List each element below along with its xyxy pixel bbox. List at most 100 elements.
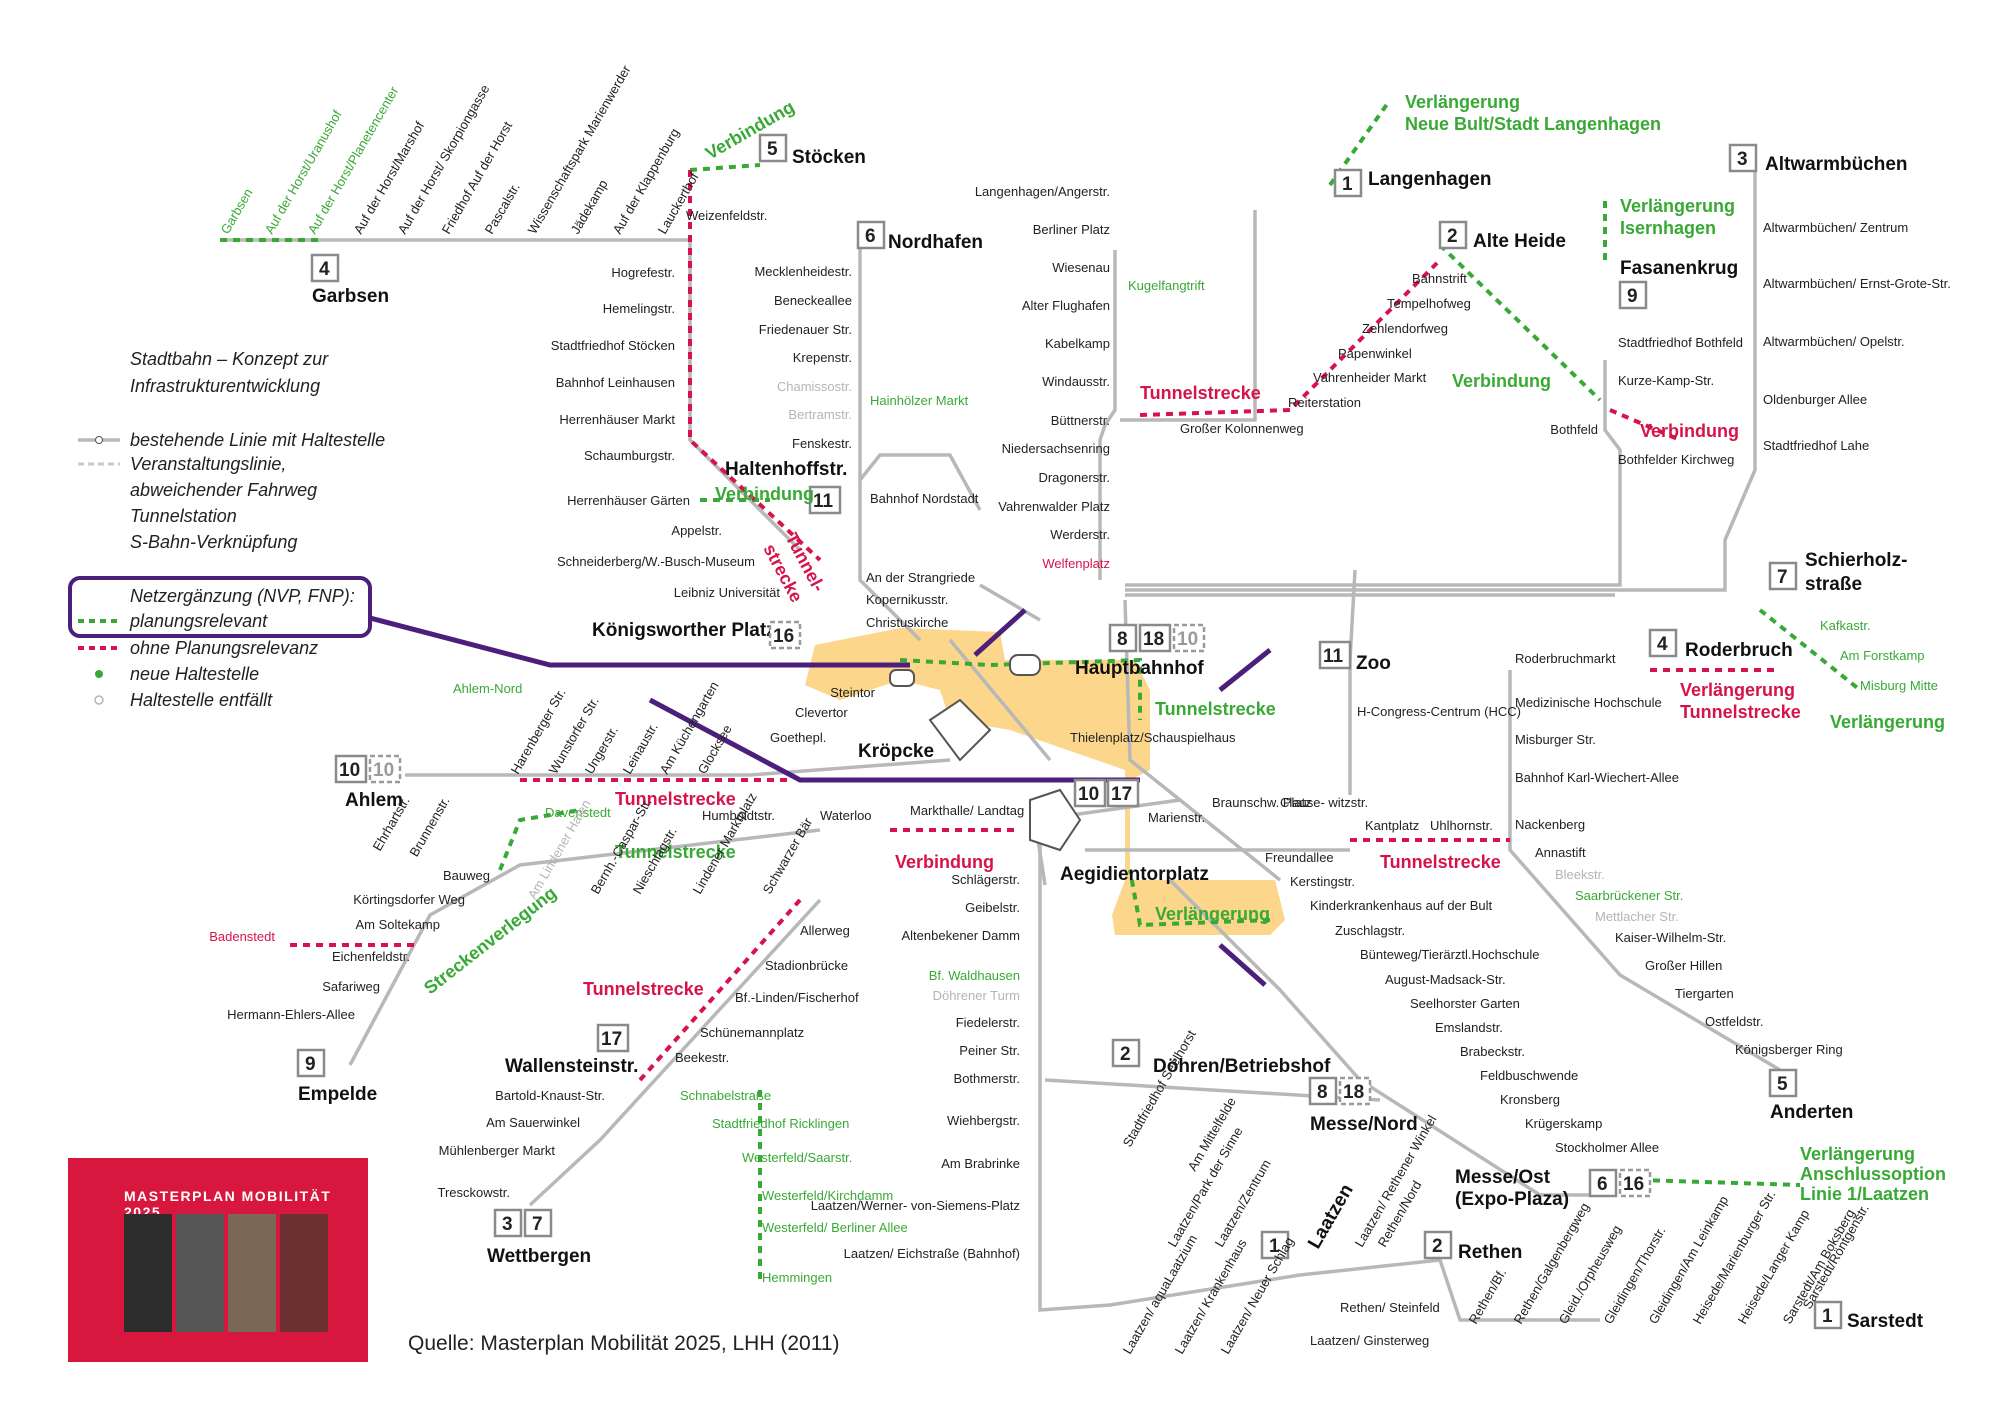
line-box-4: 4 [310, 253, 340, 283]
wettbergen-stations: Allerweg Stadionbrücke Bf.-Linden/Fische… [438, 923, 859, 1200]
svg-text:Auf der Horst/Planetencenter: Auf der Horst/Planetencenter [305, 83, 402, 236]
label-ext-anschluss-2: Anschlussoption [1800, 1164, 1946, 1184]
svg-text:Körtingsdorfer Weg: Körtingsdorfer Weg [353, 892, 465, 907]
svg-text:Kugelfangtrift: Kugelfangtrift [1128, 278, 1205, 293]
svg-text:5: 5 [767, 139, 778, 160]
line-box-7-sh: 7 [1768, 561, 1798, 591]
svg-text:Stadtfriedhof Stöcken: Stadtfriedhof Stöcken [551, 338, 675, 353]
svg-text:Ostfeldstr.: Ostfeldstr. [1705, 1014, 1764, 1029]
svg-text:Hemmingen: Hemmingen [762, 1270, 832, 1285]
svg-text:9: 9 [305, 1054, 316, 1075]
hub-wettbergen: Wettbergen [487, 1246, 591, 1267]
hub-messe-nord: Messe/Nord [1310, 1114, 1418, 1135]
label-verbindung-marien: Verbindung [895, 852, 994, 872]
svg-text:Oldenburger Allee: Oldenburger Allee [1763, 392, 1867, 407]
svg-text:Großer Hillen: Großer Hillen [1645, 958, 1722, 973]
svg-text:10: 10 [373, 760, 394, 781]
svg-text:Marienstr.: Marienstr. [1148, 810, 1205, 825]
svg-text:Emslandstr.: Emslandstr. [1435, 1020, 1503, 1035]
svg-text:Nackenberg: Nackenberg [1515, 817, 1585, 832]
svg-text:Misburger Str.: Misburger Str. [1515, 732, 1596, 747]
svg-text:Wiehbergstr.: Wiehbergstr. [947, 1113, 1020, 1128]
svg-text:Feldbuschwende: Feldbuschwende [1480, 1068, 1578, 1083]
svg-text:5: 5 [1777, 1074, 1788, 1095]
svg-text:Bahnhof Nordstadt: Bahnhof Nordstadt [870, 491, 979, 506]
svg-text:Kaiser-Wilhelm-Str.: Kaiser-Wilhelm-Str. [1615, 930, 1726, 945]
label-tunnel-vahrenheide: Tunnelstrecke [1140, 383, 1261, 403]
svg-text:Büttnerstr.: Büttnerstr. [1051, 413, 1110, 428]
svg-text:Tempelhofweg: Tempelhofweg [1387, 296, 1471, 311]
svg-text:Altwarmbüchen/ Opelstr.: Altwarmbüchen/ Opelstr. [1763, 334, 1905, 349]
svg-text:Geibelstr.: Geibelstr. [965, 900, 1020, 915]
svg-text:Roderbruchmarkt: Roderbruchmarkt [1515, 651, 1616, 666]
hub-koenigsworther: Königsworther Platz [592, 620, 776, 641]
label-ext-isernhagen-1: Verlängerung [1620, 196, 1735, 216]
legend-event-2: abweichender Fahrweg [130, 480, 317, 500]
svg-text:Gleidingen/Am Leinkamp: Gleidingen/Am Leinkamp [1646, 1193, 1732, 1326]
svg-text:Seelhorster Garten: Seelhorster Garten [1410, 996, 1520, 1011]
svg-text:Brunnenstr.: Brunnenstr. [406, 794, 452, 859]
svg-text:Bahnhof Karl-Wiechert-Allee: Bahnhof Karl-Wiechert-Allee [1515, 770, 1679, 785]
svg-text:Goethepl.: Goethepl. [770, 730, 826, 745]
svg-text:Westerfeld/ Berliner Allee: Westerfeld/ Berliner Allee [762, 1220, 908, 1235]
svg-text:9: 9 [1627, 286, 1638, 307]
svg-text:10: 10 [1078, 784, 1099, 805]
masterplan-photo-4 [280, 1214, 328, 1332]
hub-wallensteinstr: Wallensteinstr. [505, 1056, 638, 1077]
legend-tunnel: Tunnelstation [130, 506, 237, 526]
svg-text:Am Forstkamp: Am Forstkamp [1840, 648, 1925, 663]
label-tunnel-linden-red: Tunnelstrecke [583, 979, 704, 999]
stoecken-stations: Weizenfeldstr. Hogrefestr. Hemelingstr. … [551, 208, 781, 600]
label-tunnel-ahlem: Tunnelstrecke [615, 789, 736, 809]
hub-stoecken: Stöcken [792, 147, 866, 168]
hub-rethen: Rethen [1458, 1242, 1522, 1263]
svg-text:Hemelingstr.: Hemelingstr. [603, 301, 675, 316]
svg-text:Stadtfriedhof Bothfeld: Stadtfriedhof Bothfeld [1618, 335, 1743, 350]
svg-text:6: 6 [1597, 1174, 1608, 1195]
central-stations [889, 654, 1082, 852]
svg-text:4: 4 [1657, 634, 1668, 655]
line-box-17-ws: 17 [596, 1023, 630, 1053]
svg-text:Safariweg: Safariweg [322, 979, 380, 994]
line-box-10-hbf: 10 [1172, 623, 1206, 653]
label-ext-langenhagen-2: Neue Bult/Stadt Langenhagen [1405, 114, 1661, 134]
line-box-16-kw: 16 [768, 620, 802, 650]
svg-text:Uhlhornstr.: Uhlhornstr. [1430, 818, 1493, 833]
svg-text:6: 6 [865, 226, 876, 247]
svg-text:Braunschw. Platz: Braunschw. Platz [1212, 795, 1312, 810]
svg-text:Bünteweg/Tierärztl.Hochschule: Bünteweg/Tierärztl.Hochschule [1360, 947, 1539, 962]
masterplan-cover: MASTERPLAN MOBILITÄT 2025 [68, 1158, 368, 1362]
svg-text:Vahrenwalder Platz: Vahrenwalder Platz [998, 499, 1110, 514]
svg-text:Mettlacher Str.: Mettlacher Str. [1595, 909, 1679, 924]
anderten-stations: Annastift Bleekstr. Saarbrückener Str. M… [1535, 845, 1843, 1057]
svg-text:17: 17 [601, 1029, 622, 1050]
line-box-1-lz: 1 [1260, 1230, 1290, 1260]
label-tunnel-hbf: Tunnelstrecke [1155, 699, 1276, 719]
no-planning-lines [290, 170, 1780, 1082]
svg-text:Ahlem-Nord: Ahlem-Nord [453, 681, 522, 696]
svg-text:Krügerskamp: Krügerskamp [1525, 1116, 1602, 1131]
hub-aegidientorplatz: Aegidientorplatz [1060, 864, 1209, 885]
svg-text:Krepenstr.: Krepenstr. [793, 350, 852, 365]
line-box-7-wb: 7 [523, 1208, 553, 1238]
nordhafen-stations: Mecklenheidestr. Beneckeallee Friedenaue… [754, 264, 978, 700]
svg-text:Dragonerstr.: Dragonerstr. [1038, 470, 1110, 485]
masterplan-photo-1 [124, 1214, 172, 1332]
svg-text:Schnabelstraße: Schnabelstraße [680, 1088, 771, 1103]
label-verlaengerung-misburg: Verlängerung [1830, 712, 1945, 732]
line-box-2-ah: 2 [1438, 220, 1468, 250]
svg-text:Glocksee: Glocksee [695, 722, 735, 776]
garbsen-stations: Garbsen Auf der Horst/Uranushof Auf der … [218, 62, 702, 237]
line-box-17-aegi: 17 [1106, 778, 1140, 808]
svg-text:Bf. Waldhausen: Bf. Waldhausen [929, 968, 1020, 983]
svg-text:Leinaustr.: Leinaustr. [620, 720, 661, 776]
svg-text:Bahnstrift: Bahnstrift [1412, 271, 1467, 286]
svg-text:Clevertor: Clevertor [795, 705, 848, 720]
line-box-2-rt: 2 [1423, 1230, 1453, 1260]
hub-anderten: Anderten [1770, 1102, 1853, 1123]
svg-text:10: 10 [1177, 629, 1198, 650]
label-ext-anschluss-3: Linie 1/Laatzen [1800, 1184, 1929, 1204]
legend-no-planning: ohne Planungsrelevanz [130, 638, 318, 658]
line-box-5-and: 5 [1768, 1068, 1798, 1098]
line-box-9-emp: 9 [296, 1048, 326, 1078]
